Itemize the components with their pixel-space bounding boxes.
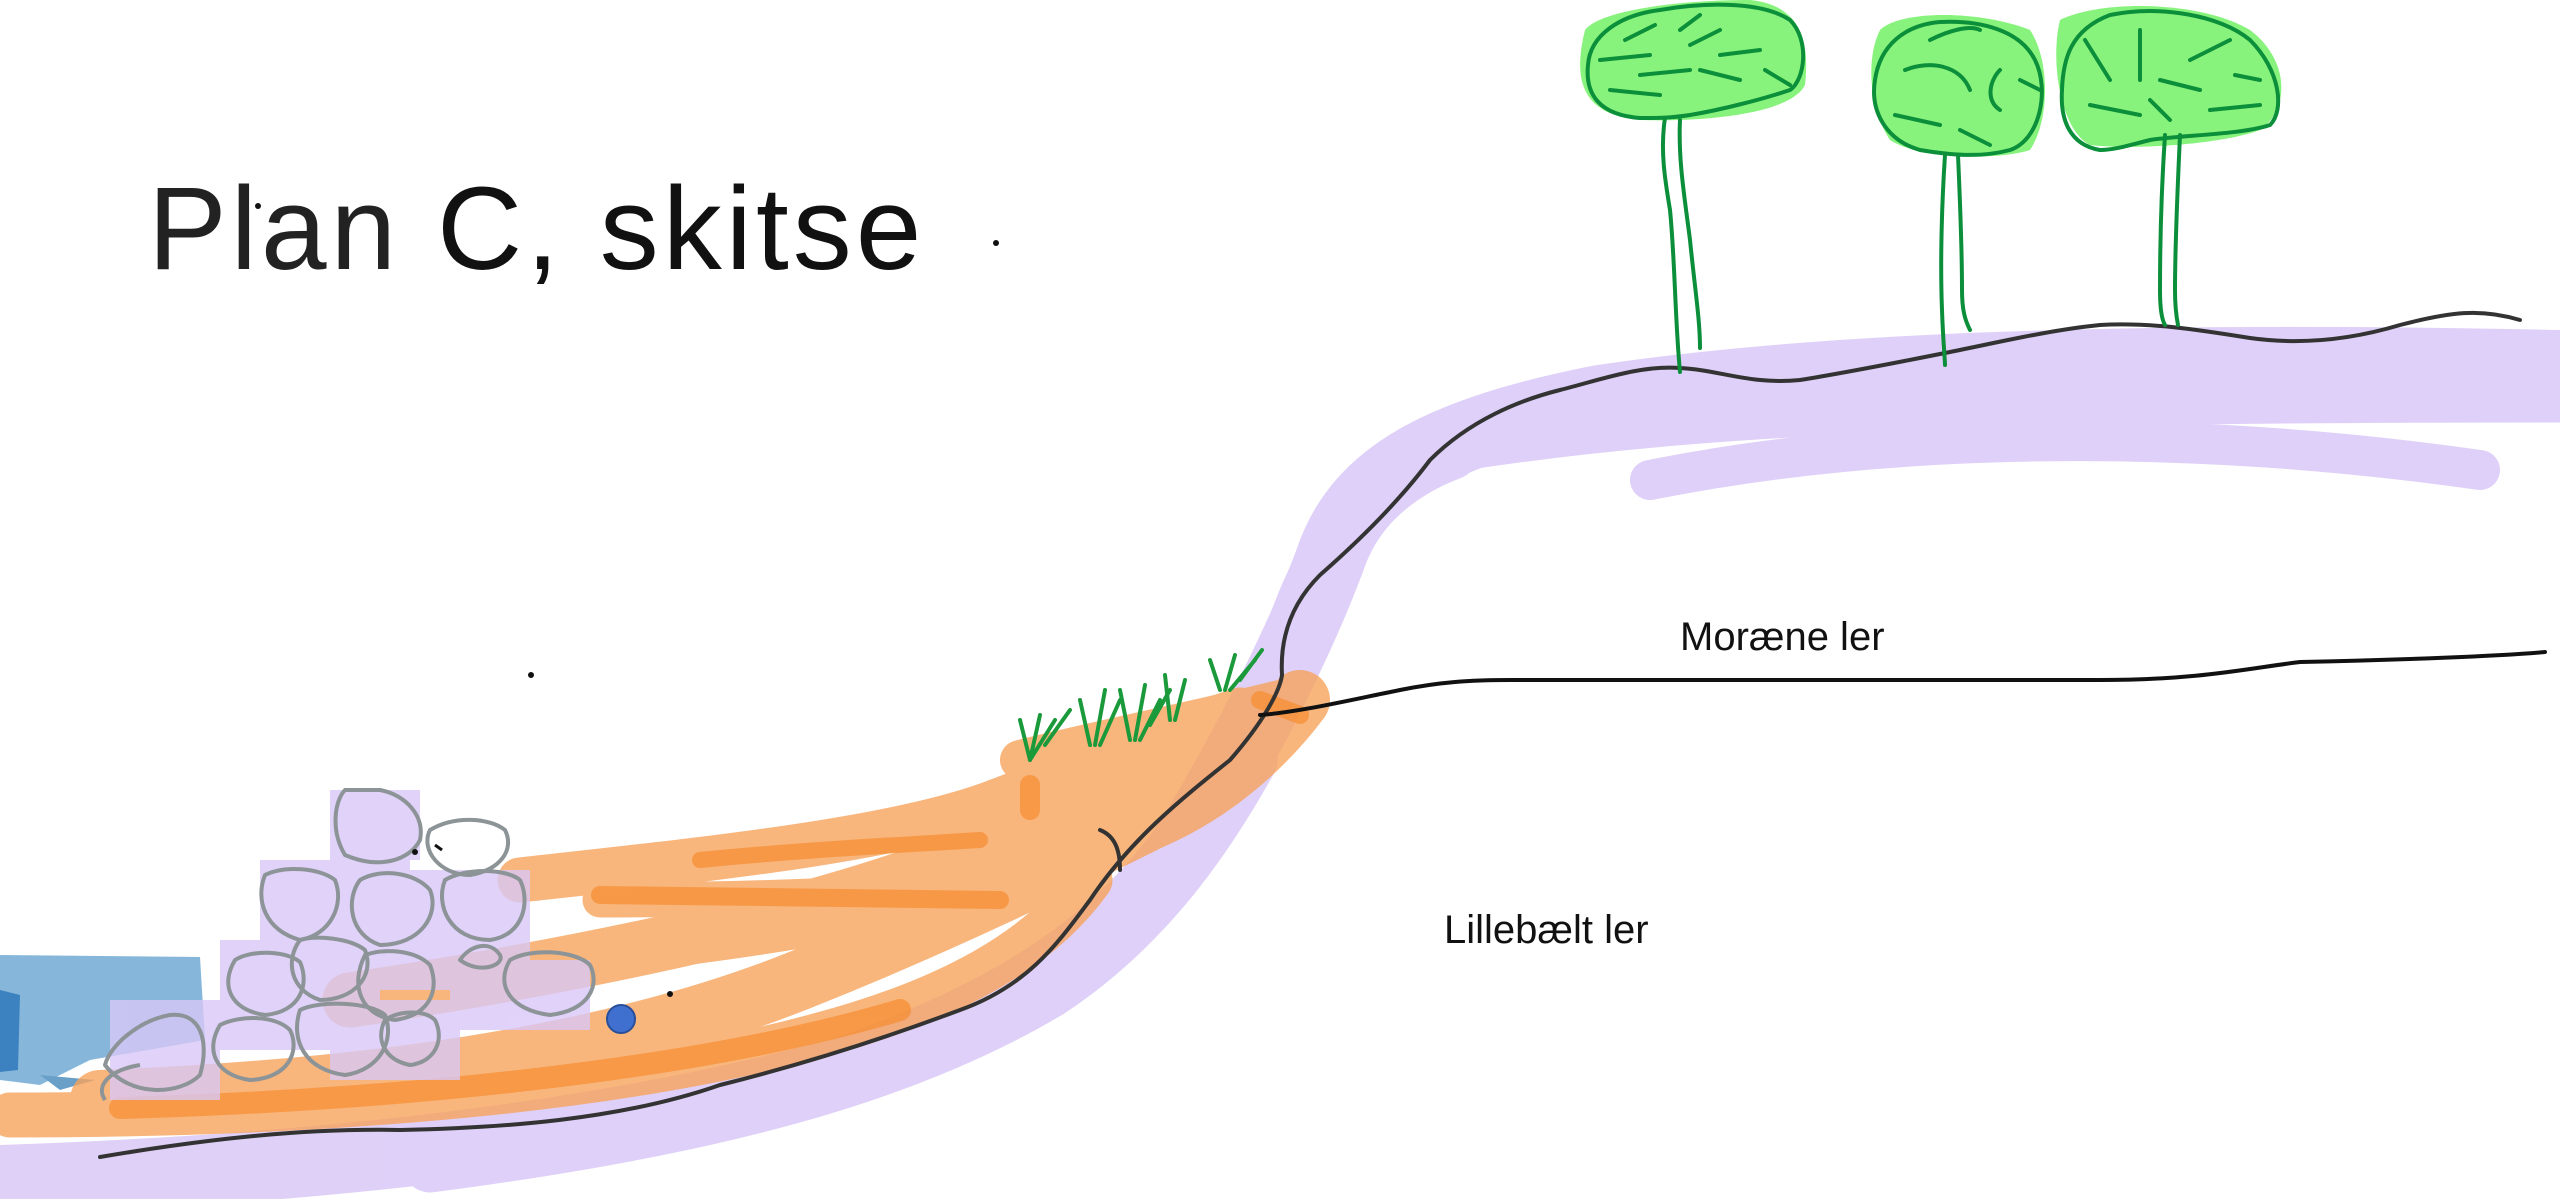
page-title: Plan C, skitse [148,170,925,288]
label-lillebaelt-ler: Lillebælt ler [1444,908,1649,953]
tree-1 [1580,0,1806,372]
title-part-plan: Plan [148,163,437,295]
title-part-c-skitse: C, skitse [437,163,925,295]
label-moraene-ler: Moræne ler [1680,615,1885,660]
tree-2 [1871,15,2045,365]
marker-dot [607,1005,635,1033]
moraene-boundary-line [1260,652,2545,715]
tree-3 [2056,6,2281,325]
